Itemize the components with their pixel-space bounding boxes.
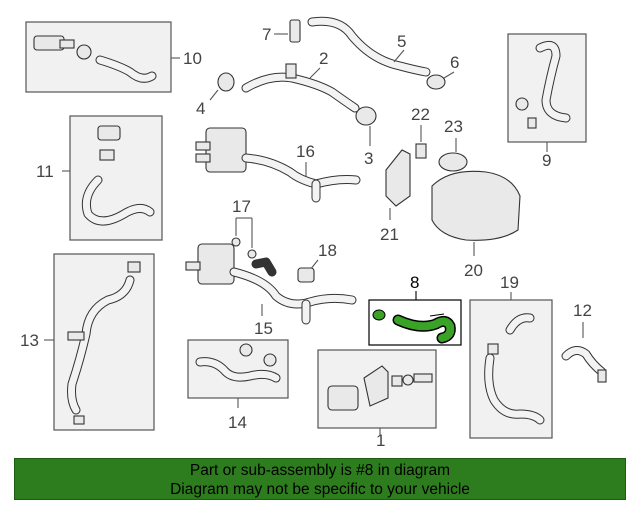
part-9-group[interactable]: 9 <box>507 33 587 170</box>
part-21-group[interactable]: 21 <box>380 149 411 244</box>
pump-1 <box>327 385 359 411</box>
part-20-group[interactable]: 20 <box>431 170 521 280</box>
callout-16: 16 <box>296 142 315 161</box>
part-5-group[interactable]: 5 <box>307 16 431 77</box>
callout-6: 6 <box>450 53 459 72</box>
part-14-box <box>187 339 289 399</box>
part-22-group[interactable]: 22 <box>411 105 430 159</box>
bolt-22 <box>415 143 427 159</box>
bracket-21 <box>385 149 411 207</box>
clamp-6 <box>426 74 446 90</box>
part-11-group[interactable]: 11 <box>36 115 163 241</box>
callout-23: 23 <box>444 117 463 136</box>
part-8-group[interactable]: 8 <box>368 273 462 346</box>
part-16-group[interactable]: 16 <box>195 127 361 203</box>
callout-4: 4 <box>196 99 205 118</box>
callout-14: 14 <box>228 413 247 432</box>
callout-12: 12 <box>573 301 592 320</box>
callout-19: 19 <box>500 273 519 292</box>
callout-10: 10 <box>183 49 202 68</box>
part-10-hose <box>33 35 157 83</box>
part-1-group[interactable]: 1 <box>317 349 437 450</box>
callout-11: 11 <box>36 162 54 181</box>
callout-22: 22 <box>411 105 430 124</box>
hose-5 <box>307 16 431 77</box>
info-banner: Part or sub-assembly is #8 in diagram Di… <box>14 458 626 500</box>
part-19-group[interactable]: 19 <box>469 273 553 439</box>
callout-7: 7 <box>262 25 271 44</box>
part-12-group[interactable]: 12 <box>561 301 607 383</box>
banner-line-1: Part or sub-assembly is #8 in diagram <box>189 462 451 479</box>
cap-23 <box>438 152 468 172</box>
callout-20: 20 <box>464 261 483 280</box>
callout-13: 13 <box>20 331 39 350</box>
clip-7 <box>289 19 301 43</box>
callout-15: 15 <box>254 319 273 338</box>
callout-21: 21 <box>380 225 399 244</box>
callout-5: 5 <box>397 32 406 51</box>
part-6-group[interactable]: 6 <box>426 53 459 90</box>
part-23-group[interactable]: 23 <box>438 117 468 172</box>
sensor-18 <box>297 267 315 283</box>
clamp-8 <box>372 309 386 321</box>
callout-9: 9 <box>542 151 551 170</box>
part-14-group[interactable]: 14 <box>187 339 289 432</box>
callout-2: 2 <box>319 49 328 68</box>
part-2-group[interactable]: 2 <box>241 49 360 113</box>
part-15-group[interactable]: 15 <box>185 243 357 338</box>
pump-15 <box>197 243 235 285</box>
callout-18: 18 <box>318 241 337 260</box>
part-7-group[interactable]: 7 <box>262 19 301 44</box>
banner-line-2: Diagram may not be specific to your vehi… <box>170 481 470 498</box>
reservoir-20 <box>431 170 521 241</box>
pump-16 <box>205 127 247 173</box>
callout-8: 8 <box>410 273 419 292</box>
part-3-group[interactable]: 3 <box>355 106 377 168</box>
part-18-group[interactable]: 18 <box>297 241 337 283</box>
hose-8 <box>394 316 455 342</box>
clamp-4 <box>217 72 235 92</box>
callout-1: 1 <box>376 431 385 450</box>
clamp-3 <box>355 106 377 126</box>
part-4-group[interactable]: 4 <box>196 72 235 118</box>
part-17-group[interactable]: 17 <box>231 197 257 259</box>
part-13-group[interactable]: 13 <box>20 253 155 431</box>
part-10-group[interactable]: 10 <box>25 21 202 93</box>
callout-17: 17 <box>232 197 251 216</box>
callout-3: 3 <box>364 149 373 168</box>
